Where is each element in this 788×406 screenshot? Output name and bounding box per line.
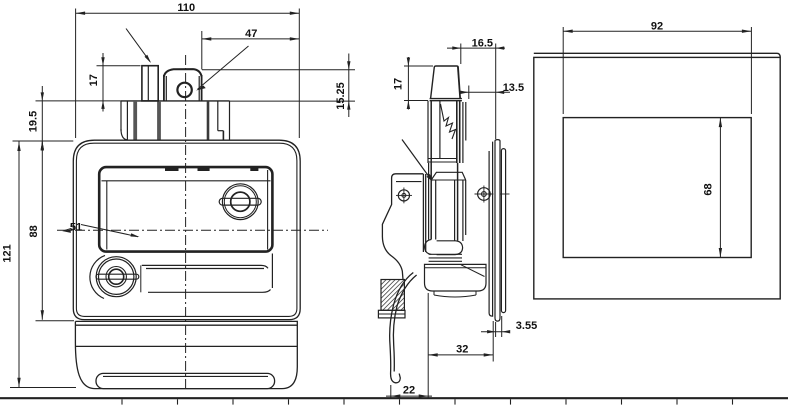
- svg-text:32: 32: [456, 343, 468, 355]
- svg-text:15.25: 15.25: [335, 82, 347, 110]
- svg-text:16.5: 16.5: [472, 38, 493, 50]
- svg-text:88: 88: [28, 225, 40, 237]
- svg-text:17: 17: [88, 74, 100, 86]
- svg-text:19.5: 19.5: [27, 111, 39, 132]
- svg-text:22: 22: [403, 385, 415, 397]
- svg-text:47: 47: [245, 28, 257, 40]
- svg-text:68: 68: [703, 183, 715, 195]
- svg-text:17: 17: [393, 78, 405, 90]
- svg-text:51: 51: [70, 222, 82, 234]
- svg-text:110: 110: [177, 2, 195, 14]
- svg-text:13.5: 13.5: [503, 82, 524, 94]
- svg-text:92: 92: [651, 21, 663, 33]
- svg-text:121: 121: [2, 244, 14, 262]
- svg-text:3.55: 3.55: [516, 320, 537, 332]
